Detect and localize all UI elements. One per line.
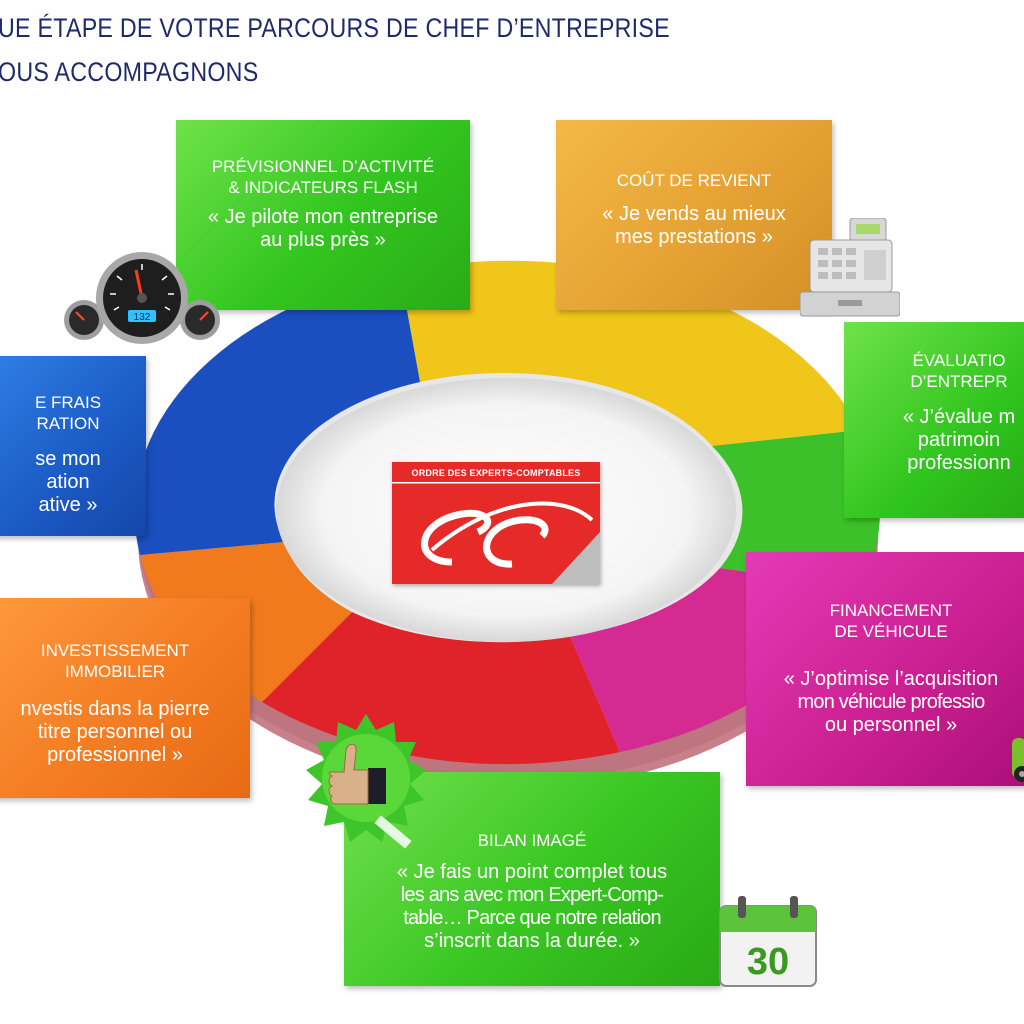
box-immobilier: INVESTISSEMENT IMMOBILIER nvestis dans l… — [0, 598, 250, 798]
gauge-readout: 132 — [134, 312, 151, 323]
box-vehicule-quote-2: mon véhicule professio — [797, 691, 986, 713]
calendar-day: 30 — [747, 941, 789, 983]
ring-sector-yellow — [400, 260, 860, 446]
box-frais-quote-2: ation — [46, 471, 90, 493]
box-vehicule: FINANCEMENT DE VÉHICULE « J’optimise l’a… — [746, 552, 1024, 786]
box-frais-quote-1: se mon — [35, 448, 101, 470]
cash-register-icon — [800, 218, 900, 317]
box-immobilier-quote-3: professionnel » — [47, 744, 183, 766]
calendar-icon: 30 — [719, 896, 817, 987]
box-vehicule-title-2: DE VÉHICULE — [834, 622, 948, 641]
box-previsionnel-title-1: PRÉVISIONNEL D’ACTIVITÉ — [211, 157, 435, 176]
box-immobilier-quote-2: titre personnel ou — [37, 721, 193, 743]
heading-line-2: OUS ACCOMPAGNONS — [0, 57, 259, 87]
box-evaluation: ÉVALUATIO D’ENTREPR « J’évalue m patrimo… — [844, 322, 1024, 518]
box-frais-quote-3: ative » — [38, 494, 98, 516]
box-bilan-quote-3: table… Parce que notre relation — [403, 907, 661, 929]
box-frais: E FRAIS RATION se mon ation ative » — [0, 356, 146, 536]
oec-logo: ORDRE DES EXPERTS-COMPTABLES — [392, 462, 600, 584]
box-bilan-quote-2: les ans avec mon Expert-Comp- — [400, 884, 664, 906]
heading-line-1: UE ÉTAPE DE VOTRE PARCOURS DE CHEF D’ENT… — [0, 13, 670, 43]
box-cout-quote-2: mes prestations » — [615, 226, 773, 248]
box-immobilier-title-1: INVESTISSEMENT — [40, 641, 190, 660]
car-icon — [1012, 738, 1024, 782]
box-vehicule-quote-3: ou personnel » — [824, 714, 958, 736]
ring-sector-red — [262, 612, 620, 765]
box-immobilier-title-2: IMMOBILIER — [64, 662, 166, 681]
box-bilan-title: BILAN IMAGÉ — [477, 831, 587, 850]
box-bilan: BILAN IMAGÉ « Je fais un point complet t… — [344, 772, 720, 986]
box-previsionnel-quote-1: « Je pilote mon entreprise — [207, 206, 439, 228]
box-previsionnel: PRÉVISIONNEL D’ACTIVITÉ & INDICATEURS FL… — [176, 120, 470, 310]
box-evaluation-title-2: D’ENTREPR — [910, 372, 1008, 391]
box-evaluation-quote-2: patrimoin — [917, 429, 1001, 451]
box-immobilier-quote-1: nvestis dans la pierre — [20, 698, 210, 720]
box-vehicule-quote-1: « J’optimise l’acquisition — [783, 668, 999, 690]
ring-sector-blue — [134, 272, 420, 555]
logo-text: ORDRE DES EXPERTS-COMPTABLES — [411, 468, 581, 478]
box-evaluation-title-1: ÉVALUATIO — [912, 351, 1006, 370]
box-evaluation-quote-1: « J’évalue m — [902, 406, 1016, 428]
box-cout-quote-1: « Je vends au mieux — [602, 203, 786, 225]
box-bilan-quote-1: « Je fais un point complet tous — [396, 861, 668, 883]
box-previsionnel-title-2: & INDICATEURS FLASH — [228, 178, 418, 197]
box-frais-title-2: RATION — [36, 414, 100, 433]
box-previsionnel-quote-2: au plus près » — [260, 229, 386, 251]
box-cout-title: COÛT DE REVIENT — [616, 171, 772, 190]
page-heading: UE ÉTAPE DE VOTRE PARCOURS DE CHEF D’ENT… — [0, 6, 670, 94]
box-cout-revient: COÛT DE REVIENT « Je vends au mieux mes … — [556, 120, 832, 310]
box-vehicule-title-1: FINANCEMENT — [829, 601, 953, 620]
box-bilan-quote-4: s’inscrit dans la durée. » — [424, 930, 640, 952]
dashboard-gauge-icon: 132 — [64, 252, 220, 344]
box-frais-title-1: E FRAIS — [34, 393, 102, 412]
box-evaluation-quote-3: professionn — [907, 452, 1011, 474]
ring-sector-green — [712, 430, 880, 588]
thumbs-up-badge-icon — [306, 714, 426, 849]
